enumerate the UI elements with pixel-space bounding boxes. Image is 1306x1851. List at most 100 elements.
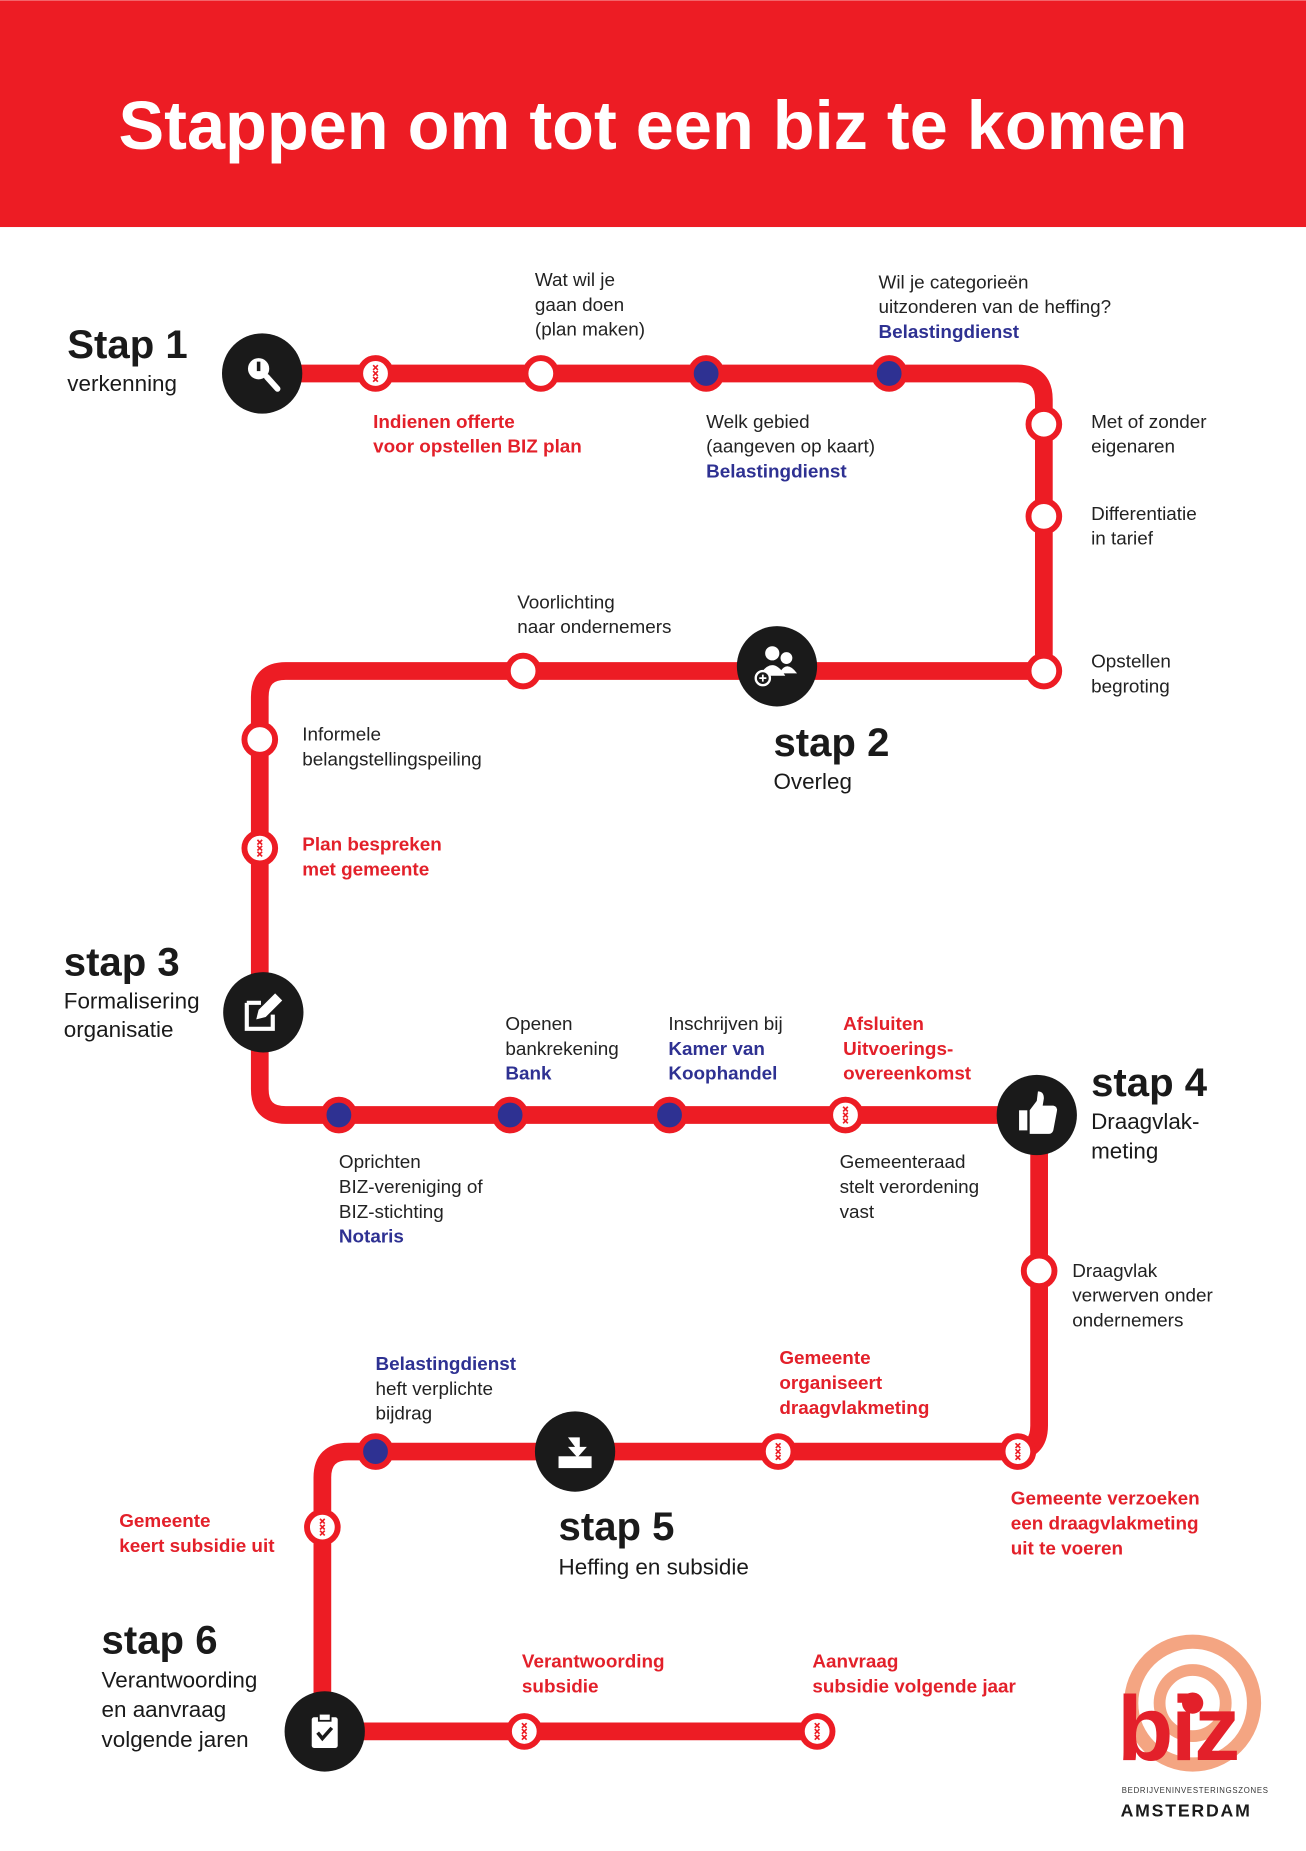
station-open bbox=[504, 652, 542, 690]
label-line: Notaris bbox=[339, 1227, 404, 1248]
station-gemeente bbox=[505, 1713, 543, 1750]
station-open bbox=[241, 721, 279, 758]
station-blue bbox=[651, 1096, 688, 1134]
label-line: draagvlakmeting bbox=[779, 1398, 929, 1419]
label-line: Welk gebied bbox=[706, 412, 810, 433]
label-line: keert subsidie uit bbox=[119, 1536, 275, 1557]
step-subtitle: Formalisering bbox=[64, 989, 200, 1014]
logo-word: biz bbox=[1117, 1677, 1238, 1780]
label-line: Koophandel bbox=[668, 1064, 777, 1085]
label-line: subsidie volgende jaar bbox=[812, 1676, 1016, 1697]
step-subtitle: meting bbox=[1091, 1139, 1158, 1164]
label-line: Aanvraag bbox=[812, 1652, 898, 1673]
step-title: stap 4 bbox=[1091, 1060, 1208, 1105]
label-line: een draagvlakmeting bbox=[1011, 1513, 1199, 1534]
biz-amsterdam-logo: biz BEDRIJVENINVESTERINGSZONES AMSTERDAM bbox=[1117, 1634, 1268, 1820]
station-gemeente bbox=[759, 1433, 797, 1470]
label-differentiatie: Differentiatie in tarief bbox=[1091, 504, 1197, 550]
header-banner bbox=[0, 0, 1306, 228]
station-gemeente bbox=[357, 355, 394, 392]
step-icons bbox=[221, 333, 1077, 1772]
amsterdam-crosses-icon bbox=[1014, 1442, 1021, 1461]
label-line: Differentiatie bbox=[1091, 504, 1197, 525]
label-line: bankrekening bbox=[505, 1039, 618, 1060]
label-line: begroting bbox=[1091, 676, 1170, 697]
label-line: uit te voeren bbox=[1011, 1538, 1123, 1559]
label-line: gaan doen bbox=[535, 295, 624, 316]
label-line: Kamer van bbox=[668, 1039, 765, 1060]
label-line: Indienen offerte bbox=[373, 412, 515, 433]
thumbs-up-icon bbox=[1019, 1091, 1058, 1134]
label-line: Wat wil je bbox=[535, 270, 615, 291]
label-line: subsidie bbox=[522, 1676, 599, 1697]
label-line: met gemeente bbox=[302, 859, 429, 880]
label-line: verwerven onder bbox=[1072, 1286, 1213, 1307]
stap1-icon-badge bbox=[221, 333, 303, 414]
label-line: BIZ-stichting bbox=[339, 1202, 444, 1223]
amsterdam-crosses-icon bbox=[521, 1722, 528, 1741]
label-line: belangstellingspeiling bbox=[302, 749, 481, 770]
amsterdam-crosses-icon bbox=[372, 364, 379, 383]
step-subtitle: volgende jaren bbox=[102, 1727, 249, 1752]
label-line: (plan maken) bbox=[535, 320, 645, 341]
label-line: Belastingdienst bbox=[376, 1354, 517, 1375]
people-icon bbox=[754, 646, 798, 687]
stap3-icon-badge bbox=[223, 972, 304, 1053]
edit-icon bbox=[244, 993, 283, 1031]
station-gemeente bbox=[827, 1096, 864, 1134]
station-blue bbox=[687, 355, 725, 392]
label-line: Bank bbox=[505, 1064, 552, 1085]
label-line: Openen bbox=[505, 1014, 572, 1035]
station-open bbox=[1025, 652, 1063, 690]
step-title: stap 3 bbox=[64, 940, 180, 985]
station-gemeente bbox=[304, 1508, 341, 1546]
step-subtitle: en aanvraag bbox=[102, 1697, 227, 1722]
stations bbox=[241, 355, 1063, 1750]
label-aanvraag-subsidie: Aanvraag subsidie volgende jaar bbox=[812, 1652, 1016, 1698]
label-line: in tarief bbox=[1091, 529, 1154, 550]
station-gemeente bbox=[241, 829, 279, 867]
stap2-icon-badge bbox=[736, 626, 818, 707]
label-line: overeenkomst bbox=[843, 1064, 972, 1085]
station-blue bbox=[320, 1096, 358, 1134]
label-line: stelt verordening bbox=[840, 1177, 980, 1198]
label-line: Voorlichting bbox=[517, 592, 615, 613]
label-line: Verantwoording bbox=[522, 1652, 665, 1673]
label-line: heft verplichte bbox=[376, 1379, 494, 1400]
station-gemeente bbox=[798, 1713, 836, 1750]
stap4-icon-badge bbox=[996, 1074, 1077, 1156]
amsterdam-crosses-icon bbox=[775, 1442, 782, 1461]
amsterdam-crosses-icon bbox=[814, 1722, 821, 1741]
label-line: Draagvlak bbox=[1072, 1261, 1158, 1282]
step-title: stap 2 bbox=[773, 720, 889, 765]
label-line: BIZ-vereniging of bbox=[339, 1177, 483, 1198]
label-line: uitzonderen van de heffing? bbox=[879, 297, 1112, 318]
amsterdam-crosses-icon bbox=[319, 1518, 326, 1536]
station-blue bbox=[870, 355, 908, 392]
station-open bbox=[1025, 498, 1063, 535]
download-tray-icon bbox=[558, 1437, 592, 1469]
label-line: Afsluiten bbox=[843, 1014, 924, 1035]
label-line: Oprichten bbox=[339, 1152, 421, 1173]
page-title: Stappen om tot een biz te komen bbox=[119, 87, 1188, 164]
label-line: voor opstellen BIZ plan bbox=[373, 437, 582, 458]
label-line: (aangeven op kaart) bbox=[706, 437, 875, 458]
station-blue bbox=[357, 1433, 394, 1470]
